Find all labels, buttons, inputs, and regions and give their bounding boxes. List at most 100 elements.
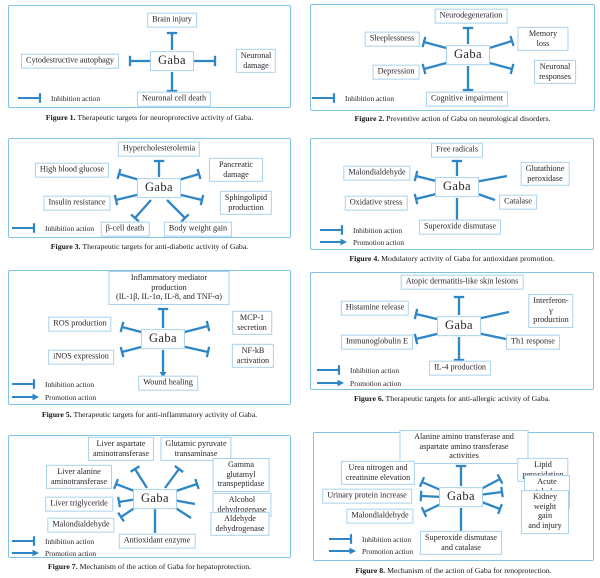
inhibition-tbar-icon	[312, 93, 336, 103]
legend-inhibition: Inhibition action	[11, 535, 94, 547]
legend-label-promotion: Promotion action	[362, 546, 414, 556]
inhibition-tbar-icon	[12, 379, 36, 389]
node-glutamic-pyruvate-transaminase: Glutamic pyruvate transaminase	[160, 436, 232, 462]
gaba-node: Gaba	[141, 329, 185, 349]
node-interferon-production: Interferon-γ production	[528, 293, 574, 329]
node-inflammatory-mediator-production-il-1-il-1-il-8-and-tnf: Inflammatory mediator production (IL-1β,…	[108, 270, 230, 306]
legend-label-inhibition: Inhibition action	[362, 534, 412, 544]
node-superoxide-dismutase-and-catalase: Superoxide dismutase and catalase	[419, 530, 503, 556]
figure-2-caption: Figure 2. Preventive action of Gaba on n…	[310, 114, 595, 123]
node-atopic-dermatitis-like-skin-lesions: Atopic dermatitis-like skin lesions	[400, 274, 524, 290]
node-wound-healing: Wound healing	[138, 375, 198, 391]
node-catalase: Catalase	[499, 194, 537, 210]
gaba-node: Gaba	[137, 178, 181, 198]
node-malondialdehyde: Malondialdehyde	[346, 508, 414, 524]
node-cytodestructive-autophagy: Cytodestructive autophagy	[21, 53, 119, 69]
node-mcp-1-secretion: MCP-1 secretion	[232, 310, 272, 336]
node-liver-triglyceride: Liver triglyceride	[45, 496, 113, 512]
node-sphingolipid-production: Sphingolipid production	[219, 190, 273, 216]
node-pancreatic-damage: Pancreatic damage	[209, 157, 263, 183]
figure-3-caption: Figure 3. Therapeutic targets for anti-d…	[8, 242, 291, 251]
promotion-arrow-icon	[320, 238, 347, 246]
legend-promotion: Promotion action	[328, 545, 413, 557]
node-high-blood-glucose: High blood glucose	[34, 162, 110, 178]
legend-label-inhibition: Inhibition action	[345, 93, 395, 103]
legend-label-promotion: Promotion action	[45, 548, 97, 558]
figure-5-caption: Figure 5. Therapeutic targets for anti-i…	[8, 410, 291, 419]
figure-caption-text: Modulatory activity of Gaba for antioxid…	[381, 254, 555, 263]
promotion-arrow-icon	[329, 547, 356, 555]
figure-8-panel: Gaba Alanine amino transferase and aspart…	[313, 429, 594, 561]
node-glutathione-peroxidase: Glutathione peroxidase	[520, 161, 570, 187]
node-cell-death: β-cell death	[100, 221, 150, 237]
legend-label-inhibition: Inhibition action	[45, 536, 95, 546]
legend-label-promotion: Promotion action	[45, 392, 97, 402]
gaba-node: Gaba	[435, 177, 479, 197]
node-inos-expression: iNOS expression	[48, 349, 114, 365]
legend-label-inhibition: Inhibition action	[353, 225, 403, 235]
inhibition-tbar-icon	[320, 225, 344, 235]
node-neuronal-cell-death: Neuronal cell death	[136, 91, 212, 107]
gaba-node: Gaba	[439, 487, 483, 507]
node-liver-aspartate-aminotransferase: Liver aspartate aminotransferase	[88, 436, 154, 462]
figure-caption-text: Mechanism of the action of Gaba for reno…	[387, 566, 552, 575]
node-urinary-protein-increase: Urinary protein increase	[322, 488, 412, 504]
node-nf-kb-activation: NF-kB activation	[231, 343, 275, 369]
figure-4-caption: Figure 4. Modulatory activity of Gaba fo…	[310, 254, 594, 263]
figure-caption-text: Therapeutic targets for anti-inflammator…	[73, 410, 258, 419]
inhibition-tbar-icon	[12, 536, 36, 546]
node-insulin-resistance: Insulin resistance	[43, 195, 111, 211]
node-depression: Depression	[372, 64, 420, 80]
node-body-weight-gain: Body weight gain	[163, 221, 233, 237]
legend-label-inhibition: Inhibition action	[45, 223, 95, 233]
figure-caption-number: Figure 5.	[41, 410, 72, 419]
node-memory-loss: Memory loss	[517, 26, 569, 52]
node-malondialdehyde: Malondialdehyde	[343, 165, 411, 181]
legend-label-promotion: Promotion action	[350, 378, 402, 388]
figure-caption-number: Figure 7.	[47, 562, 78, 571]
figure-caption-number: Figure 1.	[45, 113, 76, 122]
node-neuronal-damage: Neuronal damage	[235, 48, 277, 74]
legend-label-promotion: Promotion action	[353, 237, 405, 247]
figure-7-caption: Figure 7. Mechanism of the action of Gab…	[8, 562, 291, 571]
promotion-arrow-icon	[12, 549, 39, 557]
promotion-arrow-icon	[317, 379, 344, 387]
node-free-radicals: Free radicals	[430, 142, 484, 158]
node-sleeplessness: Sleeplessness	[364, 31, 420, 47]
legend-inhibition: Inhibition action	[17, 92, 100, 104]
figure-caption-text: Therapeutic targets for anti-allergic ac…	[385, 394, 551, 403]
figure-caption-number: Figure 8.	[355, 566, 386, 575]
node-ros-production: ROS production	[48, 316, 112, 332]
figure-caption-number: Figure 4.	[349, 254, 380, 263]
node-immunoglobulin-e: Immunoglobulin E	[340, 334, 414, 350]
connector-layer	[128, 31, 217, 93]
figure-1-caption: Figure 1. Therapeutic targets for neurop…	[8, 113, 291, 122]
legend-inhibition: Inhibition action	[11, 378, 94, 390]
node-th1-response: Th1 response	[506, 334, 560, 350]
node-superoxide-dismutase: Superoxide dismutase	[418, 219, 502, 235]
legend-inhibition: Inhibition action	[319, 224, 402, 236]
node-neurodegeneration: Neurodegeneration	[434, 8, 508, 24]
connector-layer	[413, 295, 510, 362]
node-neuronal-responses: Neuronal responses	[534, 59, 576, 85]
gaba-node: Gaba	[446, 45, 490, 65]
promotion-arrow-icon	[12, 393, 39, 401]
legend-inhibition: Inhibition action	[11, 222, 94, 234]
legend-inhibition: Inhibition action	[316, 364, 399, 376]
inhibition-tbar-icon	[329, 534, 353, 544]
figure-6-caption: Figure 6. Therapeutic targets for anti-a…	[310, 394, 594, 403]
legend-promotion: Promotion action	[319, 236, 404, 248]
gaba-node: Gaba	[437, 316, 481, 336]
legend-inhibition: Inhibition action	[311, 92, 394, 104]
inhibition-tbar-icon	[18, 93, 42, 103]
node-alanine-amino-transferase-and-aspartate-amino-transferase-activities: Alanine amino transferase and aspartate …	[399, 429, 529, 465]
figure-caption-number: Figure 2.	[354, 114, 385, 123]
node-il-4-production: IL-4 production	[428, 360, 492, 376]
node-cognitive-impairment: Cognitive impairment	[425, 91, 509, 107]
legend-inhibition: Inhibition action	[328, 533, 411, 545]
